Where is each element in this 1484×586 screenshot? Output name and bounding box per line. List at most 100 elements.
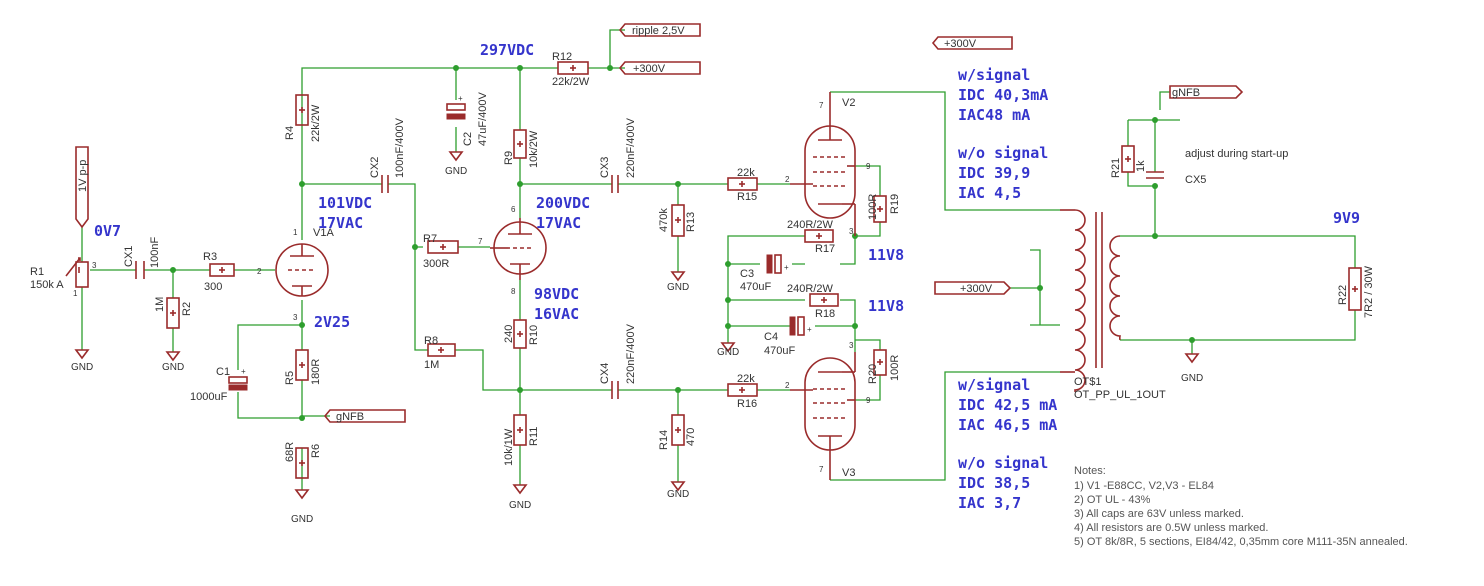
- pi-plate-dc: 200VDC: [536, 194, 590, 212]
- v2-signal-iac: IAC48 mA: [958, 106, 1030, 124]
- v1b-pin-6: 6: [511, 205, 516, 214]
- gnd-label: GND: [667, 282, 689, 293]
- c1-value: 1000uF: [190, 391, 228, 403]
- r3-value: 300: [204, 281, 222, 293]
- junctions: [170, 65, 1195, 421]
- r19-name: R19: [889, 194, 901, 214]
- r18-value: 240R/2W: [787, 283, 833, 295]
- tube-v3: 3 2 9 7 V3: [785, 341, 871, 480]
- capacitor-cx5: adjust during start-up CX5: [1146, 148, 1288, 186]
- r13-name: R13: [685, 212, 697, 232]
- r18-name: R18: [815, 308, 835, 320]
- gnfb-flag-label: gNFB: [336, 411, 364, 423]
- cx2-value: 100nF/400V: [394, 117, 406, 178]
- v2-pin-3: 3: [849, 227, 854, 236]
- voltage-annotations: 0V7 101VDC 17VAC 2V25 297VDC 200VDC 17VA…: [94, 41, 1360, 512]
- v3-nosignal-title: w/o signal: [958, 454, 1048, 472]
- pi-plate-ac: 17VAC: [536, 214, 581, 232]
- r4-name: R4: [284, 126, 296, 140]
- r11-value: 10k/1W: [503, 428, 515, 466]
- svg-text:+: +: [241, 367, 246, 376]
- r6-name: R6: [310, 444, 322, 458]
- r12-value: 22k/2W: [552, 76, 590, 88]
- resistor-r5: R5 180R: [284, 349, 322, 385]
- v2-name: V2: [842, 97, 855, 109]
- v2-pin-2: 2: [785, 175, 790, 184]
- v3-pin-2: 2: [785, 381, 790, 390]
- capacitor-c2: + C2 47uF/400V: [446, 92, 489, 146]
- v3-name: V3: [842, 467, 855, 479]
- resistor-r21: R21 1k: [1110, 145, 1147, 178]
- resistor-r10: 240 R10: [503, 319, 540, 349]
- r1-value: 150k A: [30, 279, 64, 291]
- resistor-r17: 240R/2W R17: [787, 219, 835, 255]
- plus300-flag-label-mid: +300V: [960, 283, 993, 295]
- gnd-label: GND: [162, 362, 184, 373]
- r8-value: 1M: [424, 359, 439, 371]
- r6-value: 68R: [284, 442, 296, 462]
- v1b-pin-7: 7: [478, 237, 483, 246]
- c2-value: 47uF/400V: [477, 92, 489, 146]
- capacitor-cx2: CX2 100nF/400V: [369, 117, 406, 193]
- resistor-r19: 100R R19: [867, 194, 901, 223]
- v2-pin-9: 9: [866, 162, 871, 171]
- b-plus-voltage: 297VDC: [480, 41, 534, 59]
- r11-name: R11: [528, 427, 540, 446]
- v1-plate-dc: 101VDC: [318, 194, 372, 212]
- r22-value: 7R2 / 30W: [1363, 265, 1375, 318]
- svg-text:+: +: [807, 325, 812, 334]
- capacitor-c3: + C3 470uF: [740, 254, 789, 293]
- ripple-flag-label: ripple 2,5V: [632, 25, 685, 37]
- r15-value: 22k: [737, 167, 755, 179]
- r14-value: 470: [685, 428, 697, 446]
- note-5: 5) OT 8k/8R, 5 sections, EI84/42, 0,35mm…: [1074, 536, 1408, 548]
- v3-nosignal-idc: IDC 38,5: [958, 474, 1030, 492]
- r20-value: 100R: [889, 355, 901, 381]
- notes-block: Notes: 1) V1 -E88CC, V2,V3 - EL84 2) OT …: [1074, 465, 1408, 548]
- r1-name: R1: [30, 266, 44, 278]
- cx4-name: CX4: [599, 363, 611, 384]
- tube-v1a: 1 2 3 V1A: [257, 227, 334, 322]
- r1-pin-3: 3: [92, 261, 97, 270]
- c1-name: C1: [216, 366, 230, 378]
- v3-nosignal-iac: IAC 3,7: [958, 494, 1021, 512]
- net-flags: 1V p-p ripple 2,5V +300V +300V +300V gNF…: [75, 23, 1244, 423]
- svg-text:+: +: [458, 94, 463, 103]
- resistor-r22: R22 7R2 / 30W: [1337, 265, 1375, 318]
- v1-plate-ac: 17VAC: [318, 214, 363, 232]
- r14-name: R14: [658, 430, 670, 450]
- note-4: 4) All resistors are 0.5W unless marked.: [1074, 522, 1268, 534]
- v2-nosignal-idc: IDC 39,9: [958, 164, 1030, 182]
- r7-value: 300R: [423, 258, 449, 270]
- capacitor-cx4: CX4 220nF/400V: [599, 323, 637, 399]
- r5-value: 180R: [310, 359, 322, 385]
- output-transformer: OT$1 OT_PP_UL_1OUT: [1060, 209, 1166, 401]
- resistor-r15: 22k R15: [727, 167, 758, 203]
- note-2: 2) OT UL - 43%: [1074, 494, 1151, 506]
- input-flag-label: 1V p-p: [77, 160, 89, 192]
- r21-value: 1k: [1135, 160, 1147, 172]
- r21-name: R21: [1110, 158, 1122, 178]
- cx3-name: CX3: [599, 157, 611, 178]
- cx2-name: CX2: [369, 157, 381, 178]
- r1-pin-1: 1: [73, 289, 78, 298]
- v1a-pin-2: 2: [257, 267, 262, 276]
- r20-name: R20: [867, 364, 879, 384]
- r9-value: 10k/2W: [528, 130, 540, 168]
- v3-signal-idc: IDC 42,5 mA: [958, 396, 1057, 414]
- r5-name: R5: [284, 371, 296, 385]
- gnd-label: GND: [509, 500, 531, 511]
- cx4-value: 220nF/400V: [625, 323, 637, 384]
- v2-nosignal-iac: IAC 4,5: [958, 184, 1021, 202]
- v1a-pin-3: 3: [293, 313, 298, 322]
- r10-name: R10: [528, 325, 540, 345]
- cx5-value: adjust during start-up: [1185, 148, 1288, 160]
- v2-signal-idc: IDC 40,3mA: [958, 86, 1048, 104]
- r17-name: R17: [815, 243, 835, 255]
- resistor-r20: R20 100R: [867, 349, 901, 384]
- resistor-r1: R1 150k A: [30, 257, 89, 291]
- resistor-r9: R9 10k/2W: [503, 129, 540, 168]
- gnd-label: GND: [291, 514, 313, 525]
- v2-signal-title: w/signal: [958, 66, 1030, 84]
